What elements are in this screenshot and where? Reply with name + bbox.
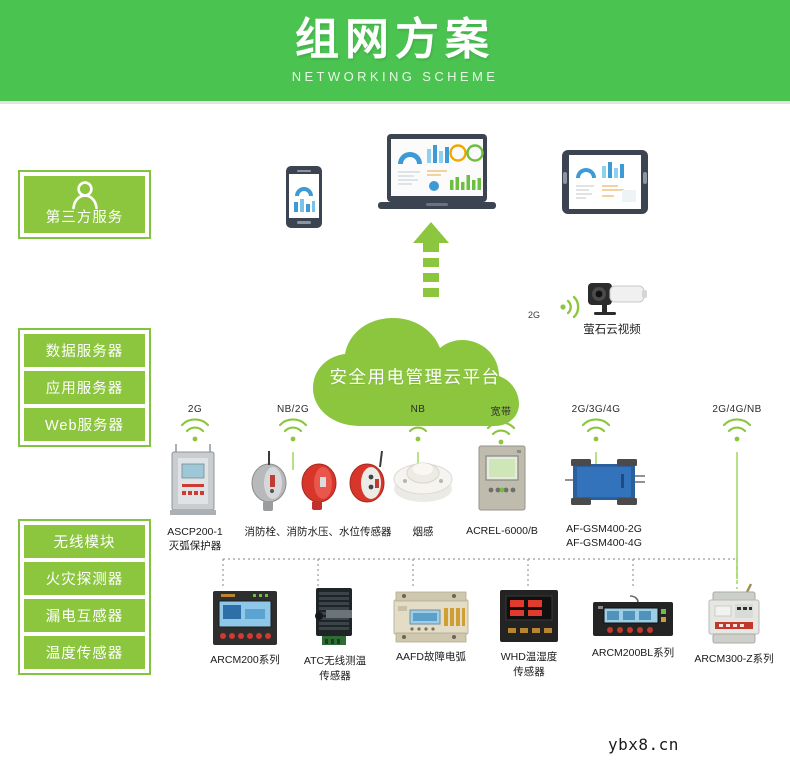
diagram-canvas: 第三方服务 数据服务器 应用服务器 Web服务器 无线模块 火灾探测器 漏电互感… [0, 104, 790, 772]
caption-line-2: 传感器 [319, 669, 351, 682]
person-icon [70, 181, 100, 210]
cloud-platform-label: 安全用电管理云平台 [329, 367, 501, 387]
atc-module-icon [315, 588, 352, 645]
wifi-icon [456, 421, 546, 447]
hydrant-sensor-icon [251, 450, 385, 511]
sidebar-third-party-box[interactable]: 第三方服务 [18, 170, 151, 239]
sidebar-item-temp-sensor[interactable]: 温度传感器 [24, 636, 145, 669]
device-arc-protector[interactable]: ASCP200-1 灭弧保护器 [145, 444, 245, 553]
sidebar-item-app-server[interactable]: 应用服务器 [24, 371, 145, 404]
device-acrel-cabinet[interactable]: ACREL-6000/B [452, 444, 552, 538]
device-smartphone[interactable] [286, 166, 322, 228]
sidebar-item-wireless-module[interactable]: 无线模块 [24, 525, 145, 558]
sidebar-item-web-server[interactable]: Web服务器 [24, 408, 145, 441]
device-caption: ARCM300-Z系列 [694, 653, 774, 665]
device-caption: AAFD故障电弧 [395, 651, 466, 663]
caption-line-2: AF-GSM400-4G [566, 537, 642, 550]
smoke-detector-icon [393, 462, 453, 502]
network-tag-2g3g4g: 2G/3G/4G [551, 404, 641, 444]
uplink-arrow-icon [413, 222, 449, 310]
device-tablet[interactable] [562, 150, 648, 214]
device-arcm200bl[interactable]: ARCM200BL系列 [572, 595, 694, 661]
arcm300z-icon [708, 583, 760, 644]
sidebar-servers-box[interactable]: 数据服务器 应用服务器 Web服务器 [18, 328, 151, 447]
page-title: 组网方案 [295, 14, 495, 64]
network-tag-label: NB/2G [276, 404, 309, 415]
device-caption: 消防栓、消防水压、水位传感器 [244, 526, 392, 538]
aafd-arc-icon [393, 591, 469, 643]
device-arcm300z[interactable]: ARCM300-Z系列 [678, 583, 790, 667]
caption-line-1: ASCP200-1 [167, 526, 223, 538]
network-tag-label: 2G [187, 404, 203, 415]
device-caption: ARCM200BL系列 [591, 647, 675, 659]
device-caption: ARCM200系列 [210, 654, 280, 666]
device-caption: ACREL-6000/B [466, 525, 538, 537]
network-tag-label: 2G/4G/NB [712, 404, 762, 415]
caption-line-2: 灭弧保护器 [168, 540, 222, 553]
whd-controller-icon [500, 590, 558, 642]
caption-line-1: ATC无线测温 [303, 655, 367, 667]
device-hydrant-sensors[interactable]: 消防栓、消防水压、水位传感器 [222, 449, 414, 539]
sidebar-sensors-box[interactable]: 无线模块 火灾探测器 漏电互感器 温度传感器 [18, 519, 151, 675]
caption-line-2: 传感器 [513, 665, 545, 678]
camera-network-label: 2G [528, 310, 541, 320]
sidebar-item-fire-detector[interactable]: 火灾探测器 [24, 562, 145, 595]
device-caption: WHD温湿度 传感器 [474, 650, 584, 679]
sidebar-item-third-party[interactable]: 第三方服务 [24, 176, 145, 233]
header-divider [0, 101, 790, 104]
cabinet-panel-icon [478, 445, 526, 511]
network-tag-broadband: 宽带 [456, 403, 546, 447]
wifi-icon [692, 418, 782, 444]
network-tag-label: 宽带 [490, 407, 512, 418]
camera-block[interactable]: 2G 萤石云视频 [528, 279, 658, 339]
network-tag-nb2g: NB/2G [248, 404, 338, 444]
cctv-camera-icon [580, 277, 652, 317]
sidebar-third-party-label: 第三方服务 [45, 210, 124, 226]
network-tag-2g: 2G [150, 404, 240, 444]
network-tag-label: NB [410, 404, 426, 415]
caption-line-1: WHD温湿度 [500, 651, 558, 663]
power-meter-icon [213, 591, 277, 645]
wifi-icon [373, 418, 463, 444]
device-caption: ATC无线测温 传感器 [280, 654, 390, 683]
device-laptop[interactable] [378, 134, 496, 214]
wifi-icon [150, 418, 240, 444]
device-caption: AF-GSM400-2G AF-GSM400-4G [548, 522, 660, 550]
page-header: 组网方案 NETWORKING SCHEME [0, 0, 790, 101]
device-atc-module[interactable]: ATC无线测温 传感器 [280, 586, 390, 683]
device-whd-controller[interactable]: WHD温湿度 传感器 [474, 588, 584, 679]
arcm200bl-icon [593, 595, 673, 636]
device-smoke-detector[interactable]: 烟感 [388, 449, 458, 539]
network-tag-nb: NB [373, 404, 463, 444]
network-tag-2g4gnb: 2G/4G/NB [692, 404, 782, 444]
gsm-module-icon [565, 459, 645, 505]
page-subtitle: NETWORKING SCHEME [291, 69, 499, 85]
device-gsm-module[interactable]: AF-GSM400-2G AF-GSM400-4G [548, 456, 660, 550]
watermark: ybx8.cn [608, 735, 679, 754]
camera-label: 萤石云视频 [583, 324, 641, 336]
arc-protector-icon [170, 444, 216, 515]
wifi-icon [248, 418, 338, 444]
device-caption: 烟感 [412, 526, 434, 538]
device-arcm200[interactable]: ARCM200系列 [186, 589, 304, 668]
network-tag-label: 2G/3G/4G [571, 404, 621, 415]
caption-line-1: AF-GSM400-2G [566, 523, 642, 535]
sidebar-item-leakage-ct[interactable]: 漏电互感器 [24, 599, 145, 632]
sidebar-item-data-server[interactable]: 数据服务器 [24, 334, 145, 367]
device-caption: ASCP200-1 灭弧保护器 [145, 525, 245, 553]
cloud-platform[interactable]: 安全用电管理云平台 [305, 316, 525, 426]
wifi-icon [551, 418, 641, 444]
device-aafd-arc[interactable]: AAFD故障电弧 [372, 590, 490, 665]
camera-signal-icon [548, 293, 580, 321]
